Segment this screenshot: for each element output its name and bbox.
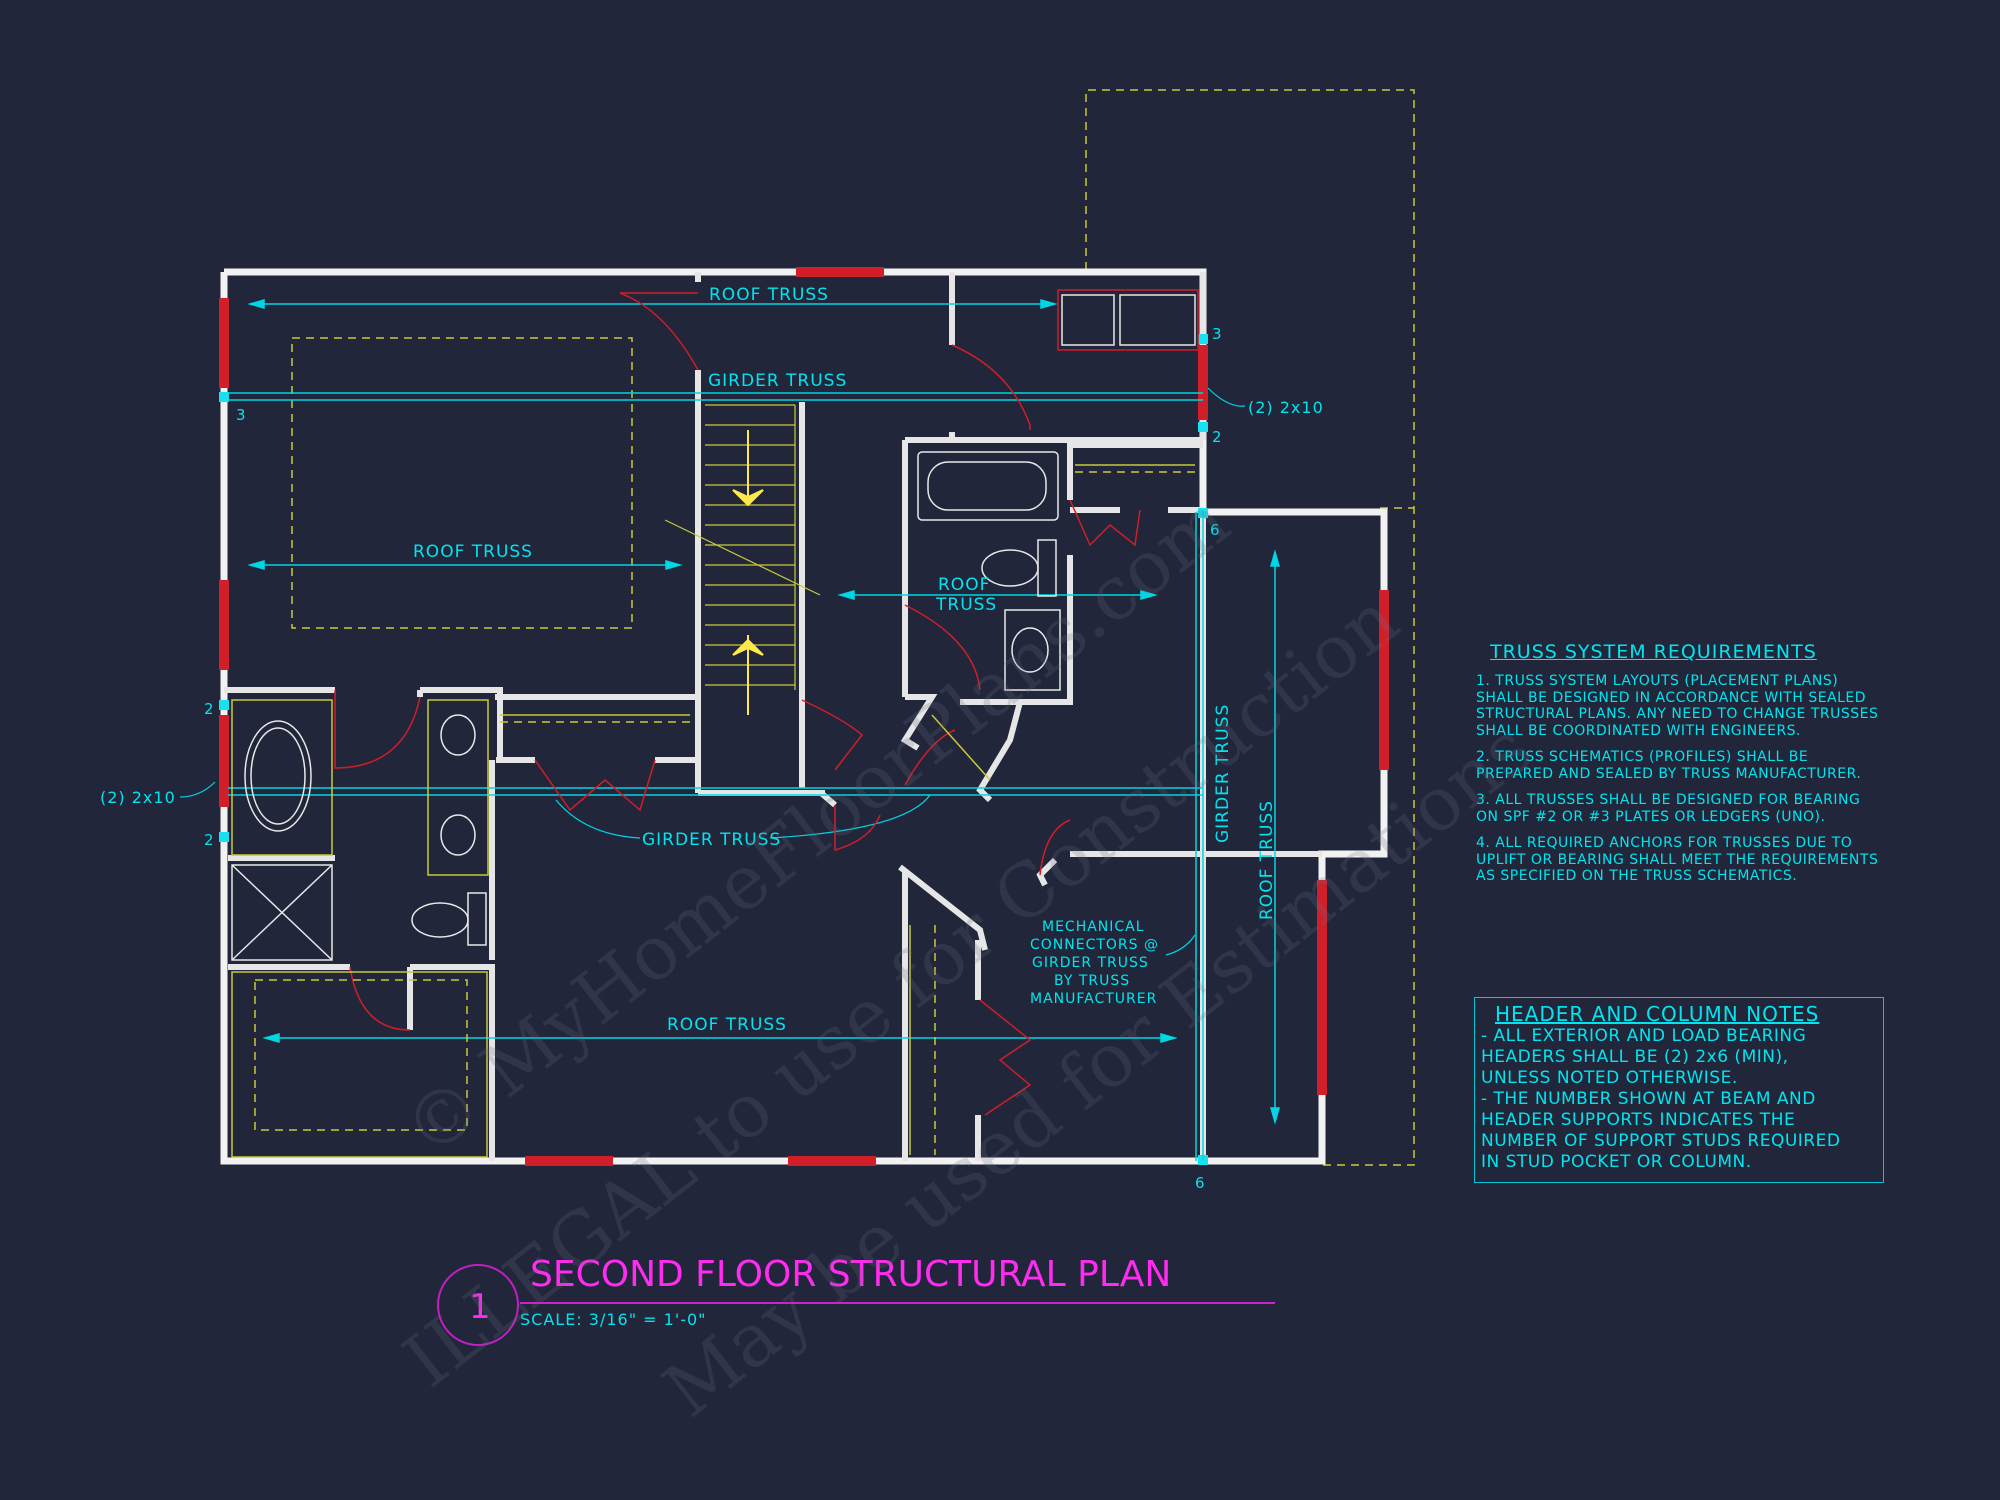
header-note-line: HEADER SUPPORTS INDICATES THE	[1481, 1110, 1796, 1130]
label-roof-truss-top: ROOF TRUSS	[709, 285, 829, 305]
closet-shelves	[231, 464, 1195, 1158]
header-note-line: IN STUD POCKET OR COLUMN.	[1481, 1152, 1752, 1172]
truss-notes-title: TRUSS SYSTEM REQUIREMENTS	[1490, 641, 1817, 663]
drawing-title: SECOND FLOOR STRUCTURAL PLAN	[530, 1254, 1172, 1295]
truss-system-notes: TRUSS SYSTEM REQUIREMENTS 1. TRUSS SYSTE…	[1476, 641, 1886, 895]
leader-lines	[179, 387, 1246, 956]
door-swings	[334, 292, 1141, 1116]
truss-note-1: 1. TRUSS SYSTEM LAYOUTS (PLACEMENT PLANS…	[1476, 673, 1879, 739]
truss-note-3: 3. ALL TRUSSES SHALL BE DESIGNED FOR BEA…	[1476, 792, 1861, 825]
label-mechanical-2: CONNECTORS @	[1030, 937, 1159, 953]
windows	[219, 267, 1389, 1166]
label-girder-truss-top: GIRDER TRUSS	[708, 371, 847, 391]
stud-number-3-left: 3	[236, 406, 247, 424]
label-mechanical-3: GIRDER TRUSS	[1032, 955, 1149, 971]
label-mechanical-4: BY TRUSS	[1054, 973, 1130, 989]
label-girder-truss-mid: GIRDER TRUSS	[642, 830, 781, 850]
header-note-line: HEADERS SHALL BE (2) 2x6 (MIN),	[1481, 1047, 1789, 1067]
label-header-left: (2) 2x10	[100, 788, 176, 807]
fixtures	[231, 289, 1199, 961]
stud-number-2-left-bottom: 2	[204, 831, 215, 849]
girder-truss-lines	[228, 392, 1204, 1161]
stud-posts	[219, 334, 1208, 1165]
stud-number-2-right: 2	[1212, 428, 1223, 446]
header-note-line: - THE NUMBER SHOWN AT BEAM AND	[1481, 1089, 1816, 1109]
truss-note-4: 4. ALL REQUIRED ANCHORS FOR TRUSSES DUE …	[1476, 835, 1879, 884]
label-roof-truss-vertical: ROOF TRUSS	[1257, 800, 1277, 920]
header-note-line: NUMBER OF SUPPORT STUDS REQUIRED	[1481, 1131, 1841, 1151]
stud-number-2-left-top: 2	[204, 700, 215, 718]
label-mechanical-1: MECHANICAL	[1042, 919, 1145, 935]
header-note-line: UNLESS NOTED OTHERWISE.	[1481, 1068, 1738, 1088]
label-girder-truss-vertical: GIRDER TRUSS	[1213, 704, 1233, 843]
stair-direction-arrows	[732, 430, 764, 715]
header-notes-title: HEADER AND COLUMN NOTES	[1495, 1002, 1820, 1026]
plan-labels: ROOF TRUSS GIRDER TRUSS ROOF TRUSS ROOF …	[100, 285, 1324, 1192]
stud-number-6-upper: 6	[1210, 521, 1221, 539]
label-roof-truss-left: ROOF TRUSS	[413, 542, 533, 562]
truss-note-2: 2. TRUSS SCHEMATICS (PROFILES) SHALL BE …	[1476, 749, 1862, 782]
drawing-scale: SCALE: 3/16" = 1'-0"	[520, 1310, 707, 1329]
stud-number-3-right: 3	[1212, 325, 1223, 343]
label-roof-truss-bottom: ROOF TRUSS	[667, 1015, 787, 1035]
title-number: 1	[469, 1287, 491, 1327]
label-roof-mid: ROOF	[938, 575, 990, 595]
label-header-right: (2) 2x10	[1248, 398, 1324, 417]
header-note-line: - ALL EXTERIOR AND LOAD BEARING	[1481, 1026, 1807, 1046]
stairs	[664, 404, 821, 690]
garage-outline	[1085, 89, 1415, 1166]
title-underline	[520, 1302, 1275, 1304]
label-mechanical-5: MANUFACTURER	[1030, 991, 1157, 1007]
ceiling-outlines	[291, 337, 633, 629]
roof-truss-arrows	[247, 299, 1280, 1125]
title-number-circle	[437, 1264, 519, 1346]
header-column-notes: HEADER AND COLUMN NOTES - ALL EXTERIOR A…	[1474, 997, 1884, 1183]
label-truss-mid: TRUSS	[935, 595, 997, 615]
stud-number-6-bottom: 6	[1195, 1174, 1206, 1192]
